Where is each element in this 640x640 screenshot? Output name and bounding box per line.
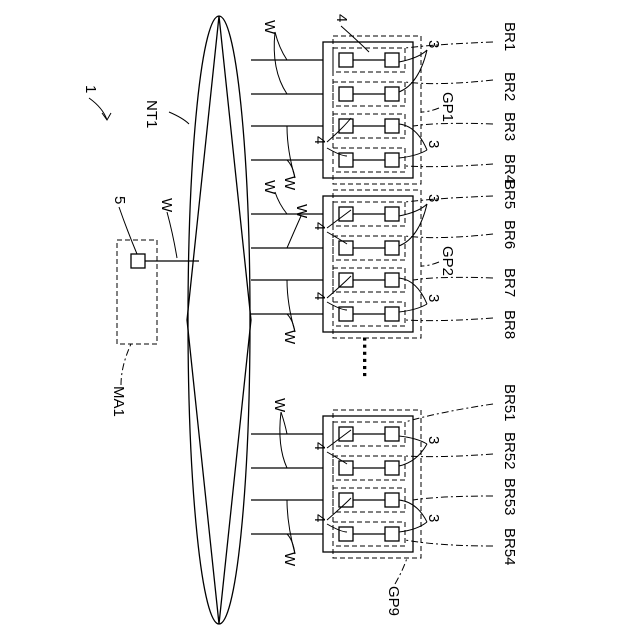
manager-unit-label: MA1	[110, 386, 127, 417]
module-label: 3	[425, 436, 442, 444]
module-label: 3	[425, 294, 442, 302]
unit-leader	[413, 123, 493, 126]
module	[385, 307, 399, 321]
group-label: GP1	[439, 92, 456, 122]
wire-label: W	[271, 398, 288, 413]
wire-leader	[287, 280, 295, 332]
unit-leader	[405, 540, 493, 546]
network-cross-line-b	[219, 16, 251, 624]
module	[339, 527, 353, 541]
group-gp9: GP9 BR51 BR52 BR53 BR54 3 3 4 4 W W	[251, 384, 518, 616]
unit-label: BR7	[501, 268, 518, 297]
module	[385, 427, 399, 441]
group-label-leader	[421, 262, 439, 266]
module	[385, 87, 399, 101]
unit-leader	[413, 277, 493, 280]
module	[385, 119, 399, 133]
figure-ref-arrowhead	[102, 113, 111, 120]
unit-leader	[413, 496, 493, 500]
board-label: 4	[311, 442, 328, 450]
unit-leader	[405, 318, 493, 321]
module	[339, 87, 353, 101]
module	[385, 207, 399, 221]
unit-label: BR1	[501, 22, 518, 51]
manager-wire-label: W	[158, 198, 175, 213]
unit-label: BR2	[501, 72, 518, 101]
module	[339, 493, 353, 507]
board-label: 4	[311, 514, 328, 522]
board-label: 4	[311, 292, 328, 300]
wire-leader	[281, 412, 287, 434]
unit-label: BR3	[501, 112, 518, 141]
group-label: GP9	[385, 586, 402, 616]
unit-label: BR54	[501, 528, 518, 566]
unit-label: BR5	[501, 180, 518, 209]
unit-leader	[405, 42, 493, 48]
wire-leader	[287, 216, 301, 248]
unit-label: BR51	[501, 384, 518, 422]
module-label: 3	[425, 194, 442, 202]
module	[339, 53, 353, 67]
module-label: 3	[425, 140, 442, 148]
board-label: 4	[311, 136, 328, 144]
wire-label: W	[281, 330, 298, 345]
unit-label: BR53	[501, 478, 518, 516]
module	[385, 493, 399, 507]
module-label: 3	[425, 514, 442, 522]
board-label: 4	[333, 14, 350, 22]
module	[385, 527, 399, 541]
unit-leader	[405, 404, 493, 422]
wire-label: W	[281, 176, 298, 191]
manager-device	[131, 254, 145, 268]
wire-leader	[275, 192, 287, 214]
wire-leader	[274, 32, 287, 94]
module	[385, 53, 399, 67]
unit-label: BR52	[501, 432, 518, 470]
continuation-dots: ......	[358, 336, 383, 379]
module-label: 3	[425, 40, 442, 48]
module	[385, 461, 399, 475]
network-cross-line-a	[187, 16, 219, 624]
group-label-leader	[421, 108, 439, 112]
module	[385, 241, 399, 255]
wire-leader	[275, 32, 287, 60]
unit-label: BR4	[501, 154, 518, 183]
module	[385, 153, 399, 167]
figure-ref-label: 1	[82, 85, 99, 93]
group-gp2: GP2 BR5 BR6 BR7 BR8 3 3 4 4 W W	[251, 180, 518, 345]
manager-unit-leader	[121, 344, 131, 385]
unit-leader	[405, 164, 493, 167]
module	[385, 273, 399, 287]
unit-leader	[405, 80, 493, 84]
module	[339, 119, 353, 133]
network-label: NT1	[143, 100, 160, 128]
network-leader	[169, 112, 189, 124]
network-ellipse	[188, 16, 250, 624]
wire-leader	[287, 126, 295, 178]
manager-wire-leader	[167, 212, 177, 258]
group-label: GP2	[439, 246, 456, 276]
unit-leader	[405, 196, 493, 202]
wire-label: W	[293, 204, 310, 219]
wire-label: W	[281, 552, 298, 567]
group-gp1: GP1 BR1 BR2 BR3 BR4 3 3 4 4 W W	[251, 14, 518, 191]
unit-leader	[405, 234, 493, 238]
group-label-leader	[395, 558, 407, 584]
figure-content: 1 NT1 5 W MA1	[82, 14, 518, 624]
manager-device-label: 5	[111, 196, 128, 204]
manager-device-leader	[119, 207, 137, 254]
unit-label: BR6	[501, 220, 518, 249]
board-label: 4	[311, 222, 328, 230]
unit-label: BR8	[501, 310, 518, 339]
